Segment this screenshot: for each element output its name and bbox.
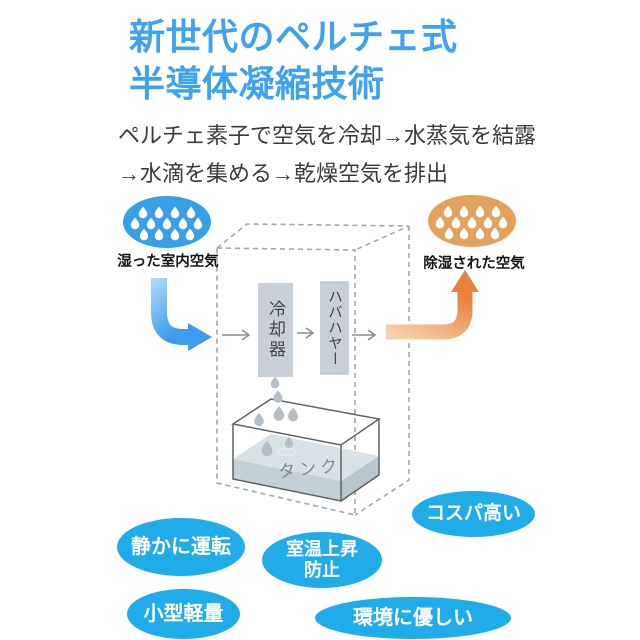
flow-arrow-icon [222,327,377,341]
feature-badge-cost-performance: コスパ高い [412,491,535,537]
dehumidified-air-label: 除湿された空気 [423,256,525,272]
water-tank [231,398,381,502]
dashed-enclosure [216,223,410,517]
cooler-box [258,283,293,377]
feature-badge-eco-friendly: 環境に優しい [315,597,511,639]
dehumidifier-diagram [123,195,516,517]
humid-air-cloud-icon [123,196,211,248]
dry-air-cloud-icon [428,195,516,247]
page-title-line1: 新世代のペルチェ式 [129,16,458,57]
process-description-line1: ペルチェ素子で空気を冷却→水蒸気を結露 [118,123,537,148]
ripple-icon [277,447,297,457]
cooler-label: 冷却器 [266,300,285,360]
exhaust-arrow-icon [386,270,479,340]
humid-air-label: 湿った室内空気 [117,254,219,270]
feature-badge-quiet-operation: 静かに運転 [117,518,245,576]
page-title-line2: 半導体凝縮技術 [129,63,385,104]
intake-arrow-icon [151,278,212,351]
heatsink-label: ハバハヤー [326,289,342,367]
feature-badge-room-temp: 室温上昇 防止 [262,532,382,588]
process-description-line2: →水滴を集める→乾燥空気を排出 [118,161,449,186]
feature-badge-compact-light: 小型軽量 [127,589,240,639]
heatsink-box [320,281,349,375]
